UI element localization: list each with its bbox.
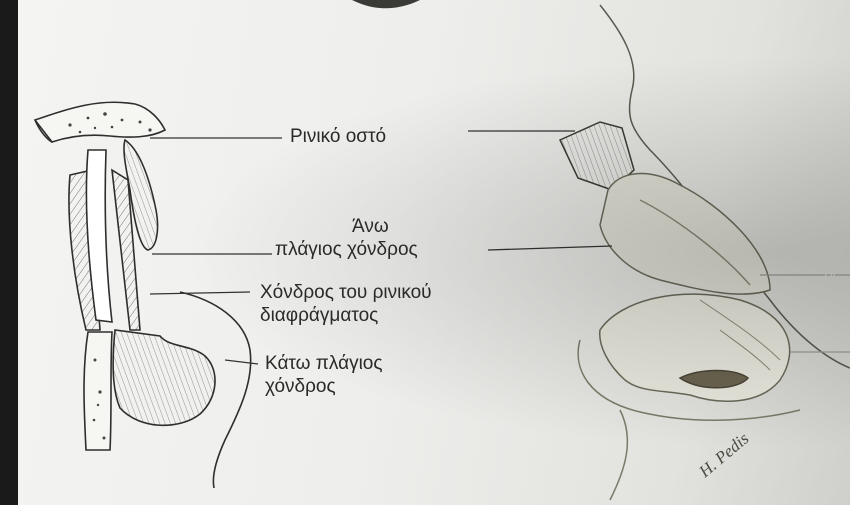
label-cut-off-line2: ρι (824, 266, 836, 284)
frontal-section-drawing (35, 102, 251, 488)
label-lower-lateral-line2: χόνδρος (265, 376, 336, 397)
lower-lateral-cartilage (113, 330, 215, 425)
upper-lateral-shape (600, 174, 770, 295)
label-upper-lateral-line2: πλάγιος χόνδρος (275, 239, 418, 260)
label-septal-line1: Χόνδρος του ρινικού (260, 282, 432, 303)
label-lower-lateral-line1: Κάτω πλάγιος (265, 353, 383, 374)
leader-lines-left (150, 138, 282, 364)
label-upper-lateral-line1: Άνω (352, 216, 389, 237)
label-nasal-bone: Ρινικό οστό (290, 126, 386, 147)
lower-bone (84, 332, 112, 450)
label-cut-off-line1: Χόν (818, 248, 844, 266)
label-septal-line2: διαφράγματος (260, 305, 378, 326)
top-shadow-object (352, 0, 420, 8)
bony-roof (35, 102, 165, 142)
lateral-nose-drawing (560, 5, 850, 500)
artist-signature: H. Pedis (695, 429, 753, 482)
